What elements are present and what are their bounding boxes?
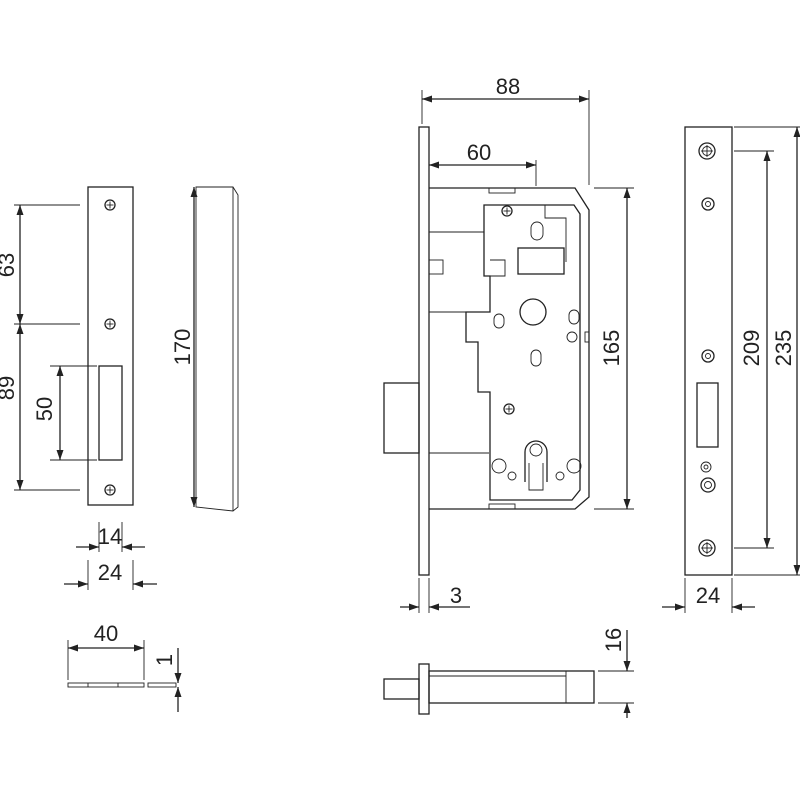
lock-forend-side [418, 126, 430, 576]
dim-lock-backset-label: 60 [467, 140, 491, 165]
deadbolt [383, 382, 420, 454]
dim-forend-thickness: 3 [400, 578, 470, 613]
dim-forend-length-label: 235 [771, 330, 796, 367]
dim-keep-slot-height-label: 50 [32, 397, 57, 421]
dim-keep-slot-height: 50 [32, 365, 97, 461]
lock-top-view [383, 663, 595, 715]
dim-keep-length: 170 [170, 187, 198, 507]
dim-keep-thickness-label: 1 [152, 654, 177, 666]
dim-keep-thickness: 1 [152, 648, 182, 712]
lock-forend-front-view [684, 126, 733, 576]
dim-lock-backset: 60 [429, 140, 537, 186]
dim-keep-width-label: 24 [98, 560, 122, 585]
dim-forend-width: 24 [662, 578, 755, 613]
dim-forend-width-label: 24 [696, 583, 720, 608]
dim-keep-length-label: 170 [170, 329, 195, 366]
dim-keep-upper-label: 63 [0, 253, 19, 277]
dim-lock-case-height: 165 [594, 187, 634, 510]
dim-lock-depth: 88 [421, 74, 590, 185]
dim-forend-hole-spacing: 209 [734, 150, 774, 549]
dim-forend-hole-spacing-label: 209 [739, 330, 764, 367]
dim-forend-length: 235 [734, 126, 800, 576]
dim-keep-lower-label: 89 [0, 376, 19, 400]
strike-plate-side-view [195, 186, 239, 512]
dim-keep-hole-spacing: 63 89 [0, 204, 80, 491]
dim-keep-width: 24 [64, 560, 157, 590]
dim-keep-top-length-label: 40 [94, 621, 118, 646]
dim-keep-slot-width-label: 14 [98, 524, 122, 549]
strike-plate-top-view [67, 682, 177, 688]
lock-case-body [428, 187, 590, 510]
dim-keep-top-length: 40 [67, 621, 145, 680]
dim-bolt-height: 16 [598, 628, 634, 718]
strike-plate-front-view [87, 186, 134, 506]
dim-bolt-height-label: 16 [601, 628, 626, 652]
dim-keep-slot-width: 14 [76, 522, 145, 552]
dim-lock-depth-label: 88 [496, 74, 520, 99]
dim-lock-case-height-label: 165 [599, 330, 624, 367]
dim-forend-thickness-label: 3 [450, 583, 462, 608]
